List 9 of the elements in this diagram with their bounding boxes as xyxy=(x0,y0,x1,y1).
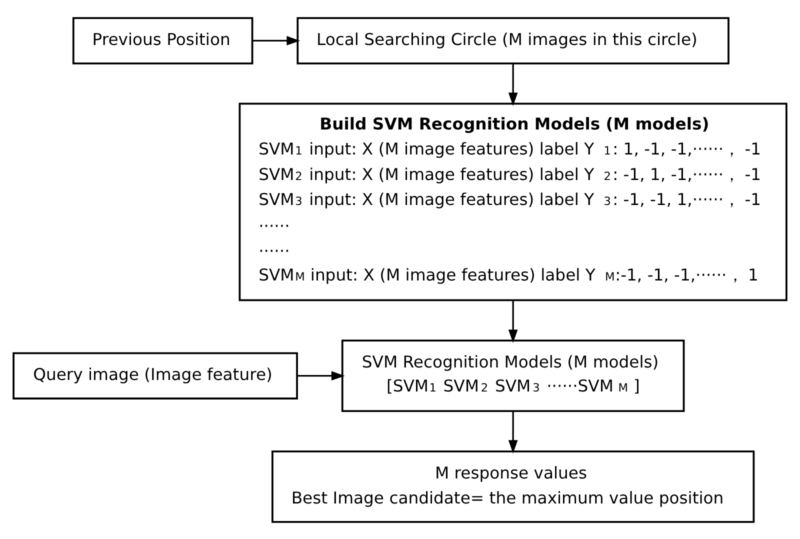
arrow xyxy=(297,370,345,380)
node-box: Local Searching Circle (M images in this circle) xyxy=(296,16,730,64)
arrow xyxy=(252,36,300,45)
node-box: Previous Position xyxy=(72,16,254,64)
arrow xyxy=(508,300,518,342)
arrow xyxy=(508,411,518,454)
arrow xyxy=(508,62,518,106)
node-box: M response values Best Image candidate= the maximum value position xyxy=(272,450,755,522)
node-box: Query image (Image feature) xyxy=(12,352,298,399)
